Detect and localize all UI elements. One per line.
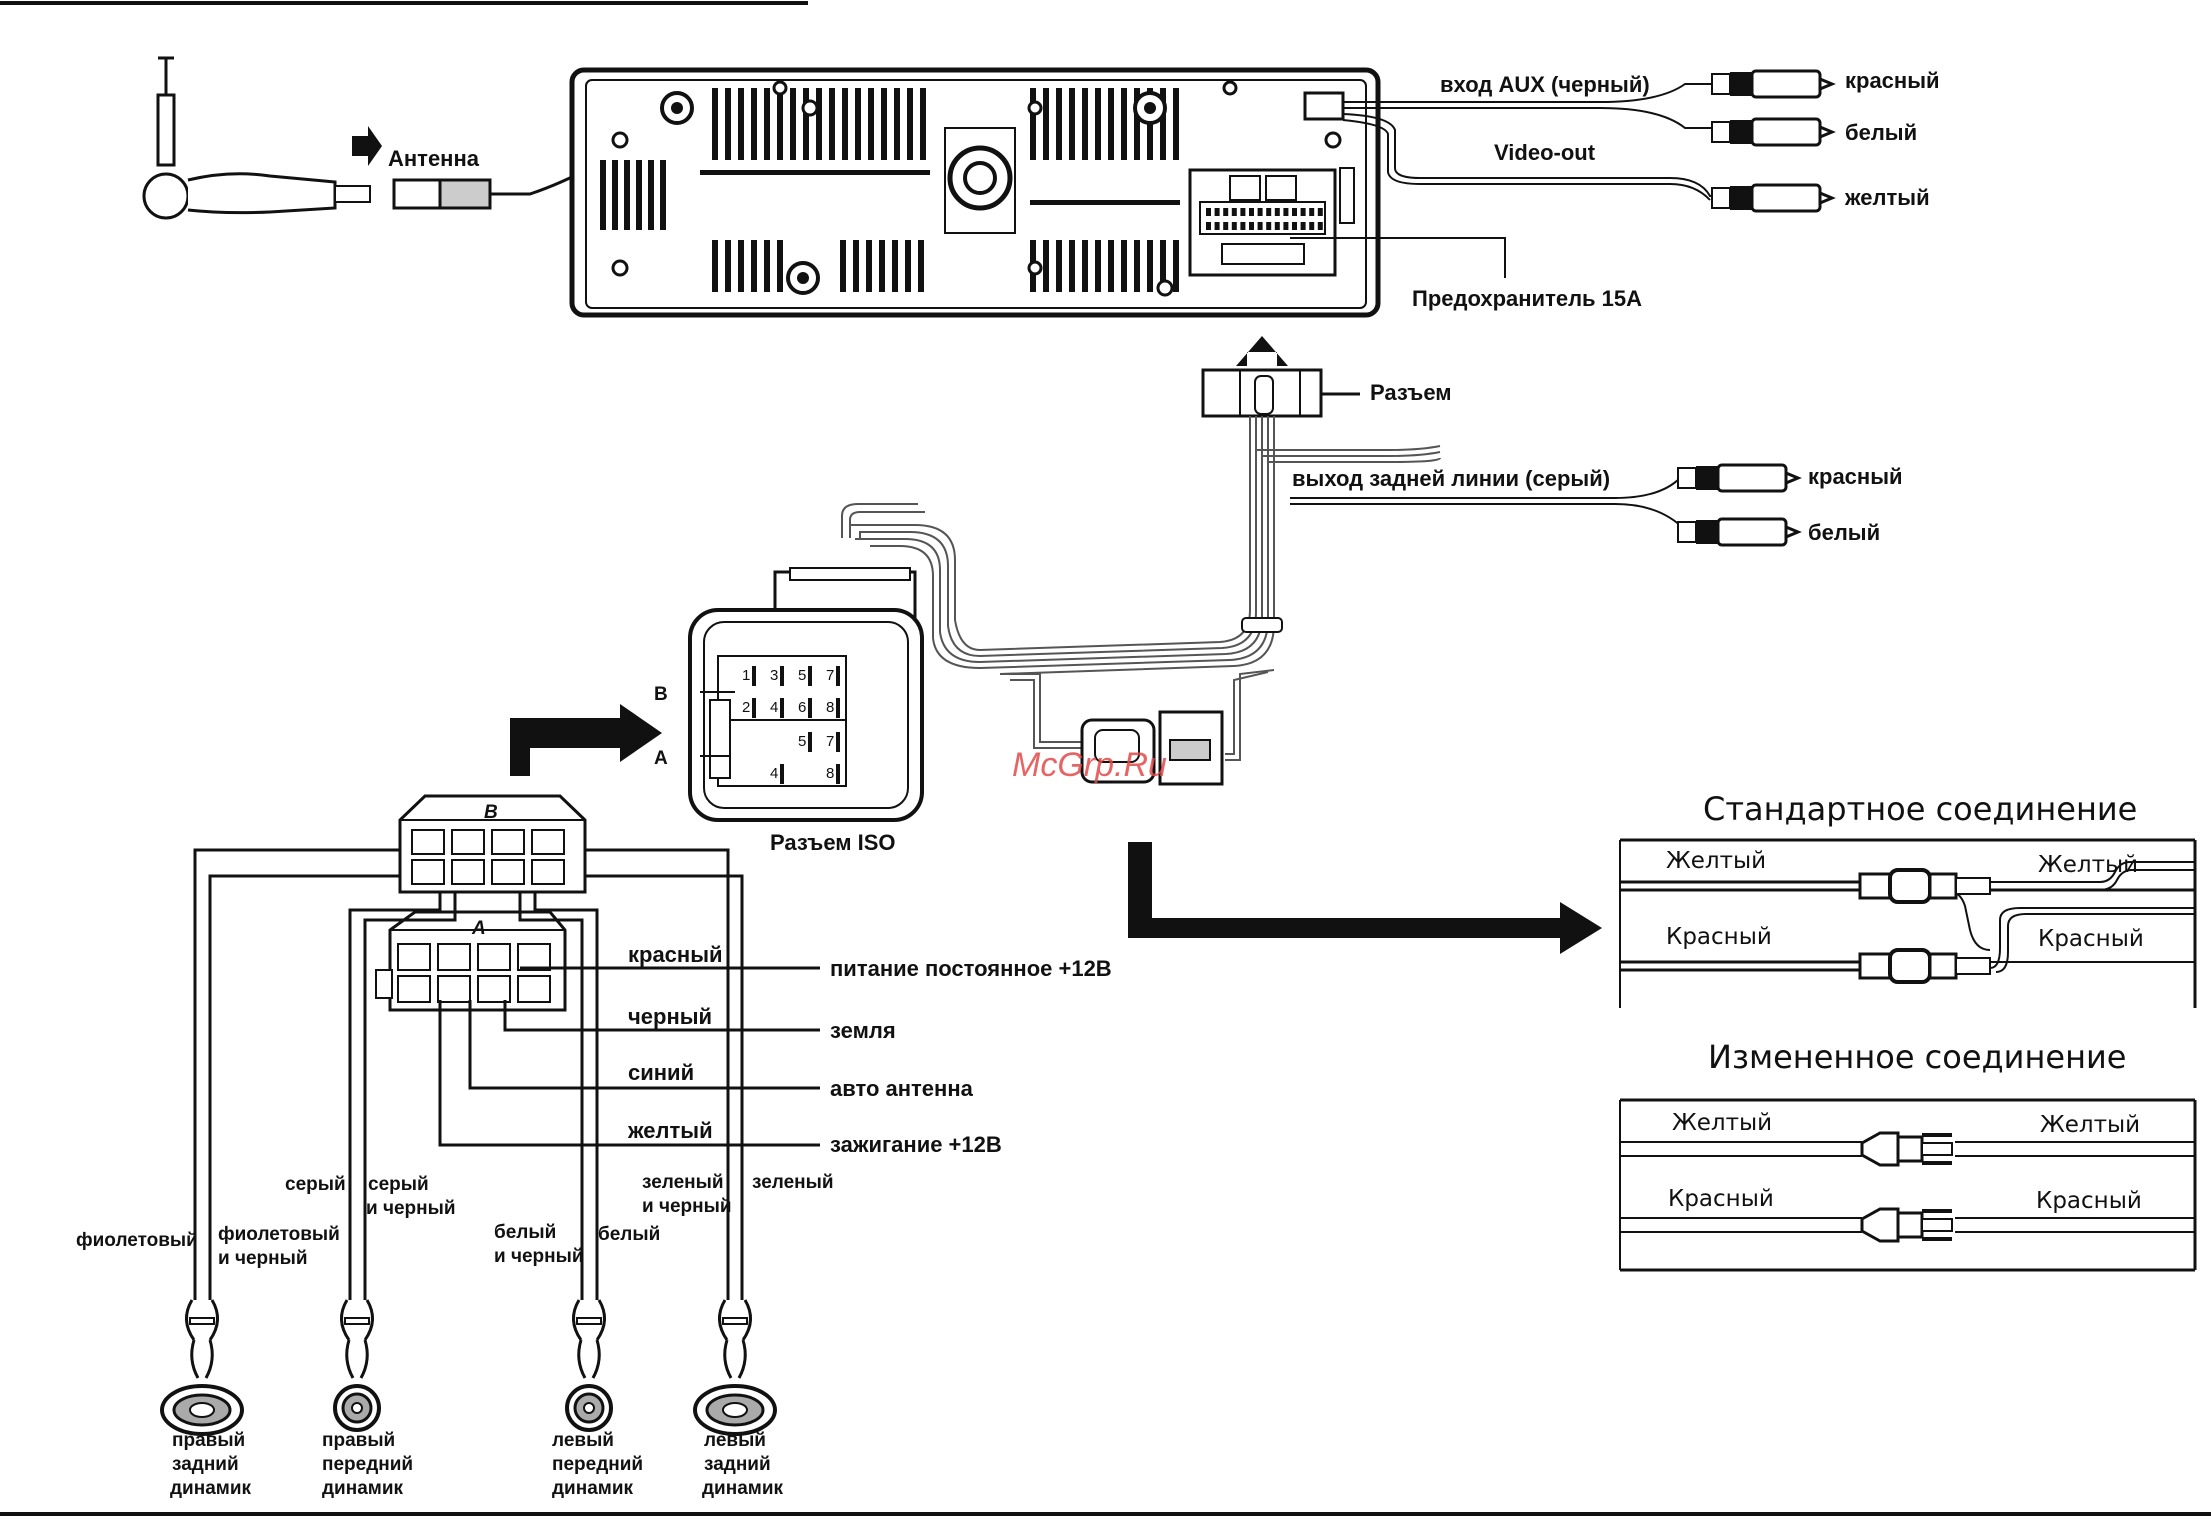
wire-white-black-label-2: и черный bbox=[494, 1246, 584, 1267]
speaker-4-label-2: задний bbox=[704, 1454, 771, 1475]
a-wire-3-color: синий bbox=[628, 1060, 694, 1085]
wire-green-black-label-2: и черный bbox=[642, 1196, 732, 1217]
a-wire-4-color: желтый bbox=[627, 1118, 713, 1143]
rear-white-label: белый bbox=[1808, 520, 1880, 545]
iso-pin-r3-0: 5 bbox=[798, 733, 806, 750]
a-wire-3-function: авто антенна bbox=[830, 1076, 974, 1101]
antenna-label: Антенна bbox=[388, 146, 480, 171]
speaker-1-label-3: динамик bbox=[170, 1478, 252, 1499]
wire-gray-black-label-1: серый bbox=[368, 1174, 429, 1195]
iso-arrow bbox=[510, 704, 662, 776]
modified-left-bottom: Красный bbox=[1668, 1186, 1774, 1212]
standard-panel bbox=[1619, 838, 2197, 1008]
iso-connector-label: Разъем ISO bbox=[770, 830, 896, 855]
wire-white-black-label-1: белый bbox=[494, 1222, 556, 1243]
aux-white-label: белый bbox=[1845, 120, 1917, 145]
modified-right-bottom: Красный bbox=[2036, 1188, 2142, 1214]
rear-rca-plugs bbox=[1677, 463, 1802, 547]
speaker-4-label-3: динамик bbox=[702, 1478, 784, 1499]
bundle-clip bbox=[1241, 617, 1283, 633]
video-yellow-label: желтый bbox=[1844, 185, 1930, 210]
speaker-3-label-3: динамик bbox=[552, 1478, 634, 1499]
watermark: McGrp.Ru bbox=[1012, 746, 1167, 784]
aux-rca-plugs bbox=[1711, 69, 1836, 213]
modified-panel bbox=[1619, 1098, 2197, 1272]
modified-title: Измененное соединение bbox=[1708, 1038, 2126, 1076]
standard-title: Стандартное соединение bbox=[1703, 790, 2137, 828]
rear-out-label: выход задней линии (серый) bbox=[1292, 466, 1610, 491]
iso-connector bbox=[688, 567, 924, 822]
speaker-wires bbox=[193, 848, 744, 1300]
iso-pin-r1-1: 3 bbox=[770, 667, 778, 684]
block-a-label: A bbox=[471, 918, 486, 939]
iso-pin-r1-0: 1 bbox=[742, 667, 750, 684]
speaker-4-label-1: левый bbox=[704, 1430, 766, 1451]
wire-violet-black-label-2: и черный bbox=[218, 1248, 308, 1269]
wire-violet-label: фиолетовый bbox=[76, 1230, 198, 1251]
video-out-label: Video-out bbox=[1494, 140, 1596, 165]
iso-b-label: B bbox=[654, 684, 668, 705]
head-unit bbox=[569, 67, 1381, 318]
iso-pin-r2-3: 8 bbox=[826, 699, 834, 716]
fuse-label: Предохранитель 15А bbox=[1412, 286, 1642, 311]
standard-left-top: Желтый bbox=[1666, 848, 1766, 874]
aux-in-label: вход AUX (черный) bbox=[1440, 72, 1650, 97]
modified-left-top: Желтый bbox=[1672, 1110, 1772, 1136]
wire-violet-black-label-1: фиолетовый bbox=[218, 1224, 340, 1245]
rear-red-label: красный bbox=[1808, 464, 1903, 489]
block-a bbox=[375, 910, 567, 1012]
iso-pin-labels: 1 3 5 7 2 4 6 8 5 7 4 8 bbox=[742, 667, 834, 782]
wire-gray-label: серый bbox=[285, 1174, 346, 1195]
inline-module bbox=[1080, 710, 1224, 786]
iso-a-label: A bbox=[654, 748, 668, 769]
wire-gray-black-label-2: и черный bbox=[366, 1198, 456, 1219]
a-wire-2-color: черный bbox=[628, 1004, 712, 1029]
speaker-2-label-2: передний bbox=[322, 1454, 413, 1475]
iso-pin-r4-1: 8 bbox=[826, 765, 834, 782]
a-wire-2-function: земля bbox=[830, 1018, 896, 1043]
a-wire-4-function: зажигание +12В bbox=[830, 1132, 1002, 1157]
a-wire-1-function: питание постоянное +12В bbox=[830, 956, 1112, 981]
iso-pin-r2-2: 6 bbox=[798, 699, 806, 716]
iso-pin-r3-1: 7 bbox=[826, 733, 834, 750]
standard-right-top: Желтый bbox=[2038, 852, 2138, 878]
antenna-plug bbox=[142, 56, 371, 220]
standard-left-bottom: Красный bbox=[1666, 924, 1772, 950]
wire-green-label: зеленый bbox=[752, 1172, 834, 1193]
modified-right-top: Желтый bbox=[2040, 1112, 2140, 1138]
iso-pin-r4-0: 4 bbox=[770, 765, 778, 782]
connector-label: Разъем bbox=[1370, 380, 1452, 405]
speaker-labels: правый задний динамик правый передний ди… bbox=[170, 1430, 784, 1499]
connection-arrow bbox=[1128, 842, 1602, 954]
aux-red-label: красный bbox=[1845, 68, 1940, 93]
speaker-2-label-3: динамик bbox=[322, 1478, 404, 1499]
iso-pin-r2-0: 2 bbox=[742, 699, 750, 716]
fuse-pointer bbox=[1290, 237, 1506, 278]
speaker-1-label-2: задний bbox=[172, 1454, 239, 1475]
block-b bbox=[398, 794, 587, 894]
antenna-arrow bbox=[352, 126, 382, 166]
connector-plug bbox=[1201, 368, 1323, 418]
wire-white-label: белый bbox=[598, 1224, 660, 1245]
a-block-wires bbox=[438, 966, 820, 1147]
aux-video-cables bbox=[1342, 83, 1712, 201]
up-arrow bbox=[1236, 336, 1288, 366]
speaker-3-label-2: передний bbox=[552, 1454, 643, 1475]
wire-green-black-label-1: зеленый bbox=[642, 1172, 724, 1193]
iso-pin-r2-1: 4 bbox=[770, 699, 778, 716]
speaker-2-label-1: правый bbox=[322, 1430, 395, 1451]
iso-pin-r1-2: 5 bbox=[798, 667, 806, 684]
a-wire-1-color: красный bbox=[628, 942, 723, 967]
iso-pin-r1-3: 7 bbox=[826, 667, 834, 684]
speaker-3-label-1: левый bbox=[552, 1430, 614, 1451]
block-b-label: B bbox=[484, 802, 498, 823]
speaker-1-label-1: правый bbox=[172, 1430, 245, 1451]
speakers bbox=[160, 1299, 777, 1436]
standard-right-bottom: Красный bbox=[2038, 926, 2144, 952]
